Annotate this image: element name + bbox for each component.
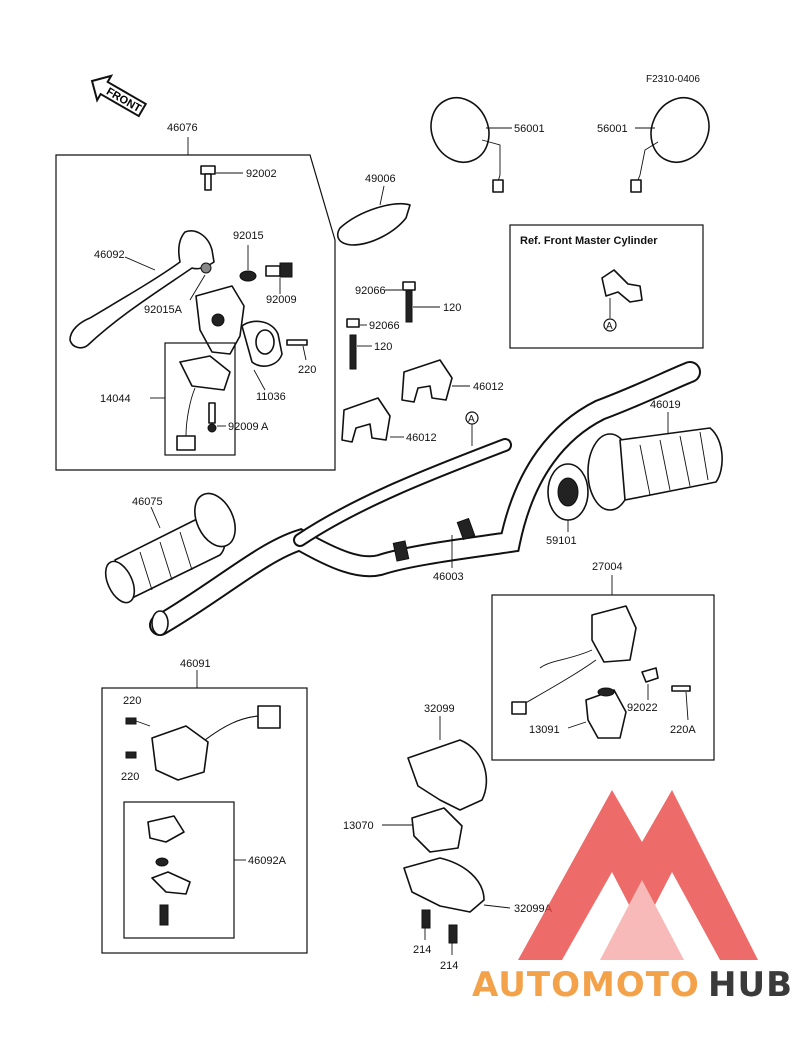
label-92015A: 92015A (144, 304, 183, 316)
label-59101: 59101 (546, 535, 577, 547)
switch-46092A-frame (123, 801, 235, 939)
watermark-text-automoto: AUTOMOTO (472, 965, 700, 1005)
ref-marker-a-box-label: A (606, 321, 613, 332)
label-214-a: 214 (413, 944, 431, 956)
screw-92002-icon (200, 165, 216, 191)
cover-32099-icon (407, 739, 488, 811)
label-214-b: 214 (440, 960, 458, 972)
label-56001-left: 56001 (514, 123, 545, 135)
bolt-92066-b-icon (346, 318, 360, 370)
switch-13070-icon (411, 807, 463, 853)
screw-214-a-icon (421, 909, 431, 929)
label-46012-b: 46012 (406, 432, 437, 444)
ref-master-cylinder-box (509, 224, 704, 349)
label-220A: 220A (670, 724, 696, 736)
label-220-a: 220 (123, 695, 141, 707)
grip-left-icon (104, 492, 236, 604)
bolt-92009-icon (265, 262, 293, 278)
watermark-logo (518, 790, 758, 960)
cover-32099A-icon (403, 857, 485, 913)
switch-lever-icon (151, 871, 191, 895)
ref-box-title: Ref. Front Master Cylinder (520, 235, 658, 247)
clutch-switch-icon (179, 355, 231, 391)
throttle-housing-59101-icon (547, 463, 589, 521)
right-switch-lower-icon (585, 689, 627, 739)
holder-46012-a-icon (401, 359, 453, 403)
pad-49006-icon (336, 203, 411, 246)
switch-screw-icon (159, 904, 169, 926)
master-cylinder-clamp-icon (601, 269, 643, 303)
label-46076: 46076 (167, 122, 198, 134)
holder-46012-b-icon (341, 397, 391, 443)
label-49006: 49006 (365, 173, 396, 185)
mirror-left-icon (430, 97, 504, 193)
label-56001-right: 56001 (597, 123, 628, 135)
label-92009: 92009 (266, 294, 297, 306)
label-92002: 92002 (246, 168, 277, 180)
front-arrow-icon: FRONT (90, 74, 148, 118)
bolt-92066-a-icon (402, 281, 416, 323)
label-46075: 46075 (132, 496, 163, 508)
label-13091: 13091 (529, 724, 560, 736)
label-92015: 92015 (233, 230, 264, 242)
screw-214-b-icon (448, 924, 458, 944)
label-92022: 92022 (627, 702, 658, 714)
label-92009A: 92009 A (228, 421, 269, 433)
label-46012-a: 46012 (473, 381, 504, 393)
ref-marker-a-bar-label: A (468, 414, 475, 425)
clutch-lever-group-frame (55, 154, 336, 471)
washer-92015-icon (239, 270, 257, 282)
switch-14044-frame (164, 342, 236, 456)
label-46092: 46092 (94, 249, 125, 261)
label-13070: 13070 (343, 820, 374, 832)
label-46091: 46091 (180, 658, 211, 670)
clutch-lever-icon (69, 230, 215, 349)
switch-46091-frame (101, 687, 308, 954)
right-switch-upper-icon (591, 605, 637, 663)
mirror-right-icon (630, 97, 710, 193)
label-46019: 46019 (650, 399, 681, 411)
label-92066-b: 92066 (369, 320, 400, 332)
screw-92009A-icon (207, 402, 217, 433)
screw-220-icon (286, 339, 308, 346)
label-46092A: 46092A (248, 855, 287, 867)
label-92066-a: 92066 (355, 285, 386, 297)
label-14044: 14044 (100, 393, 131, 405)
plate-92022-icon (641, 667, 659, 683)
label-11036: 11036 (256, 391, 286, 403)
screw-220A-icon (671, 685, 691, 692)
watermark-text-hub: HUB (708, 965, 793, 1005)
label-220-b: 220 (121, 771, 139, 783)
grip-right-icon (587, 427, 723, 511)
switch-knob-icon (147, 815, 185, 843)
label-32099: 32099 (424, 703, 455, 715)
left-switch-housing-icon (151, 725, 209, 781)
label-46003: 46003 (433, 571, 464, 583)
label-27004: 27004 (592, 561, 623, 573)
ref-marker-a-box (603, 318, 617, 332)
label-32099A: 32099A (514, 903, 553, 915)
label-120-a: 120 (443, 302, 461, 314)
handlebar-icon (149, 361, 701, 636)
label-120-b: 120 (374, 341, 392, 353)
label-220-top: 220 (298, 364, 316, 376)
switch-27004-frame (491, 594, 715, 761)
figure-code: F2310-0406 (646, 74, 700, 85)
